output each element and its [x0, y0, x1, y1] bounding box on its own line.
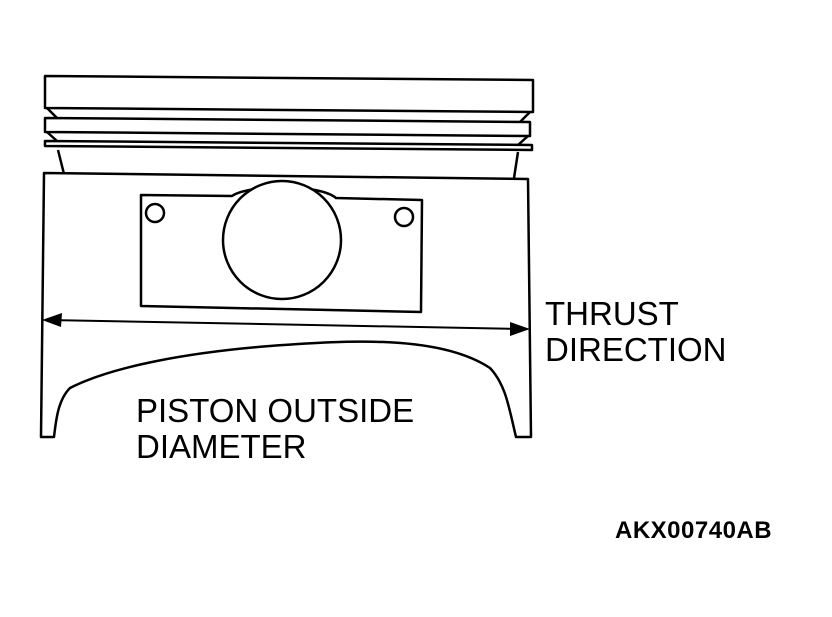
thrust-direction-label: THRUST DIRECTION	[545, 296, 727, 368]
piston-pin	[221, 179, 343, 301]
oil-ring-land	[43, 139, 534, 152]
second-ring-land	[43, 116, 532, 138]
piston-diameter-label: PISTON OUTSIDE DIAMETER	[136, 393, 414, 465]
piston-label-line1: PISTON OUTSIDE	[136, 392, 415, 429]
thrust-label-line2: DIRECTION	[545, 331, 727, 368]
diameter-arrow	[42, 313, 530, 336]
piston-skirt	[39, 171, 533, 439]
thrust-label-line1: THRUST	[545, 295, 679, 332]
top-ring-land	[43, 74, 535, 114]
figure-code: AKX00740AB	[615, 517, 773, 544]
right-pin-lock-hole	[393, 206, 415, 228]
piston-label-line2: DIAMETER	[136, 428, 307, 465]
left-pin-lock-hole	[144, 202, 166, 224]
